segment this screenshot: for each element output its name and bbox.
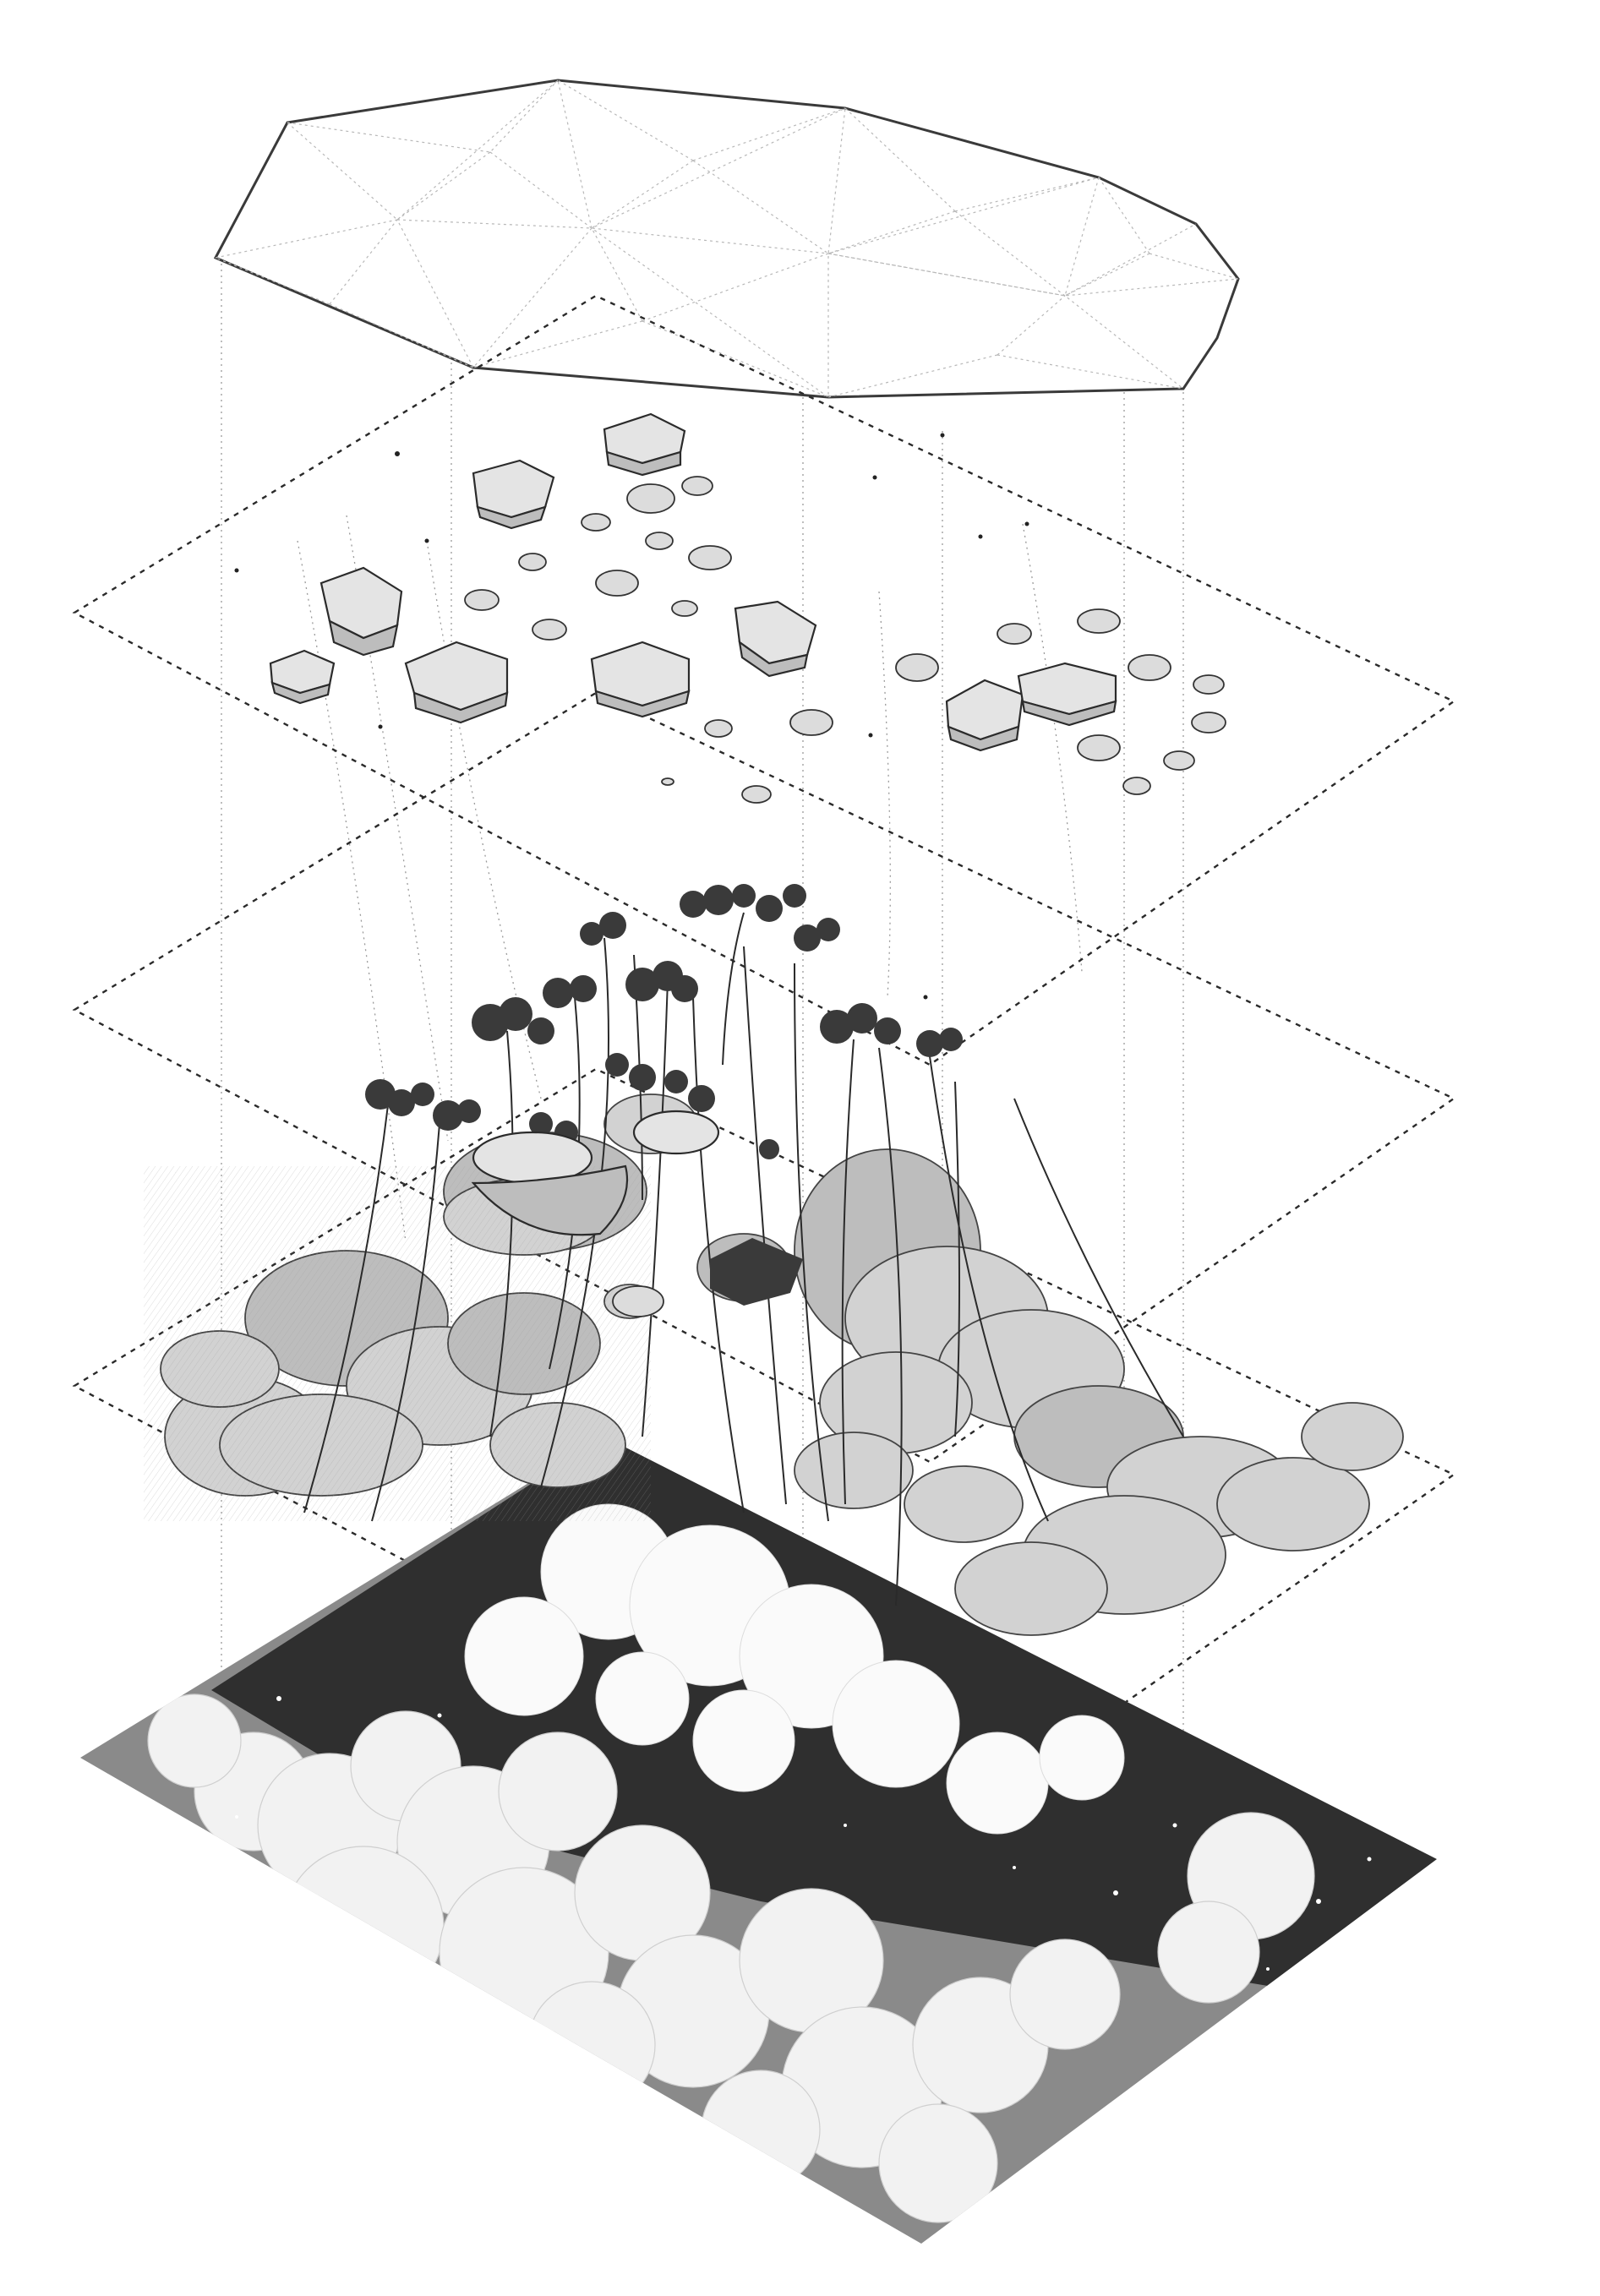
stone-pins: [235, 434, 1029, 1000]
stones-large: [270, 414, 1116, 750]
ground-layer: [80, 1437, 1437, 2244]
pebbles: [465, 477, 1226, 803]
roof-canopy: [216, 80, 1238, 397]
